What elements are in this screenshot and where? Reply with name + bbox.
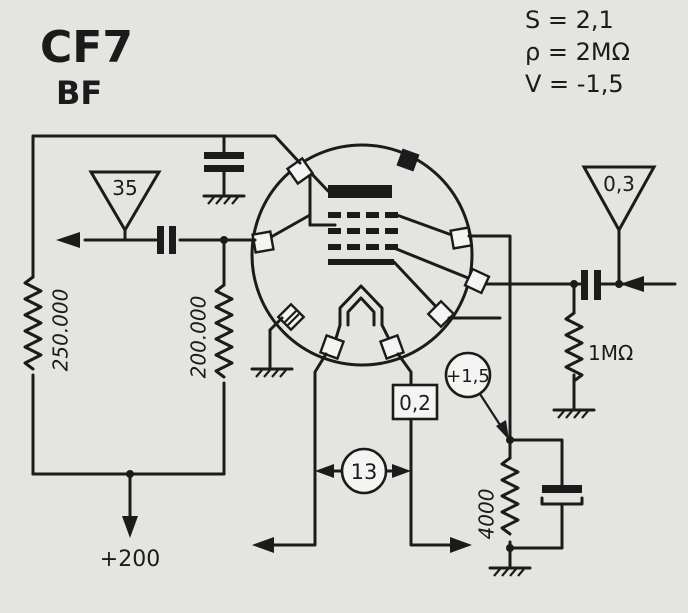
ground-capacitor — [202, 194, 246, 205]
output-arrow — [56, 232, 80, 248]
ground-cathode — [488, 566, 532, 577]
resistor-250k — [23, 275, 43, 371]
input-arrow — [620, 276, 644, 292]
spec-transconductance: S = 2,1 — [525, 6, 614, 34]
pin-shield-hatched — [276, 302, 306, 332]
heater-current-box — [391, 383, 439, 421]
pin-left — [251, 230, 275, 254]
output-level-triangle — [88, 170, 162, 233]
ground-shield — [250, 367, 294, 378]
tube-envelope — [250, 143, 474, 367]
pin-right-upper — [449, 226, 473, 250]
cathode-voltage-badge — [444, 351, 492, 399]
pin-top-right — [396, 148, 420, 172]
decoupling-capacitor — [204, 152, 244, 172]
resistor-200k-label: 200.000 — [187, 296, 211, 379]
output-level-label: 35 — [112, 176, 137, 200]
resistor-grid-1m — [564, 311, 584, 383]
ground-grid — [552, 408, 596, 419]
pin-anode — [285, 156, 315, 186]
pin-right-lower — [426, 299, 456, 329]
coupling-capacitor-input — [581, 270, 601, 300]
coupling-capacitor-output — [157, 226, 176, 254]
spec-internal-resistance: ρ = 2MΩ — [525, 38, 630, 66]
heater-current-label: 0,2 — [399, 391, 431, 415]
grid-electrode — [328, 212, 398, 250]
tube-subtitle: BF — [56, 74, 102, 112]
pin-right-mid — [463, 267, 491, 295]
supply-arrow — [122, 516, 138, 538]
spec-grid-bias: V = -1,5 — [525, 70, 624, 98]
cathode-bypass-capacitor — [540, 485, 584, 506]
cathode-voltage-label: +1,5 — [446, 366, 490, 387]
heater-voltage-badge — [340, 447, 388, 495]
cathode-electrode — [328, 259, 394, 265]
resistor-grid-label: 1MΩ — [588, 341, 633, 365]
resistor-cathode-label: 4000 — [475, 489, 499, 540]
resistor-cathode-4000 — [500, 456, 520, 536]
input-level-label: 0,3 — [603, 172, 635, 196]
anode-plate — [328, 185, 392, 198]
resistor-200k — [214, 283, 234, 379]
heater-filament — [338, 284, 384, 327]
resistor-250k-label: 250.000 — [49, 289, 73, 372]
heater-voltage-label: 13 — [351, 460, 378, 484]
tube-type-title: CF7 — [40, 22, 133, 73]
supply-voltage-label: +200 — [100, 547, 160, 572]
input-level-triangle — [581, 165, 657, 234]
